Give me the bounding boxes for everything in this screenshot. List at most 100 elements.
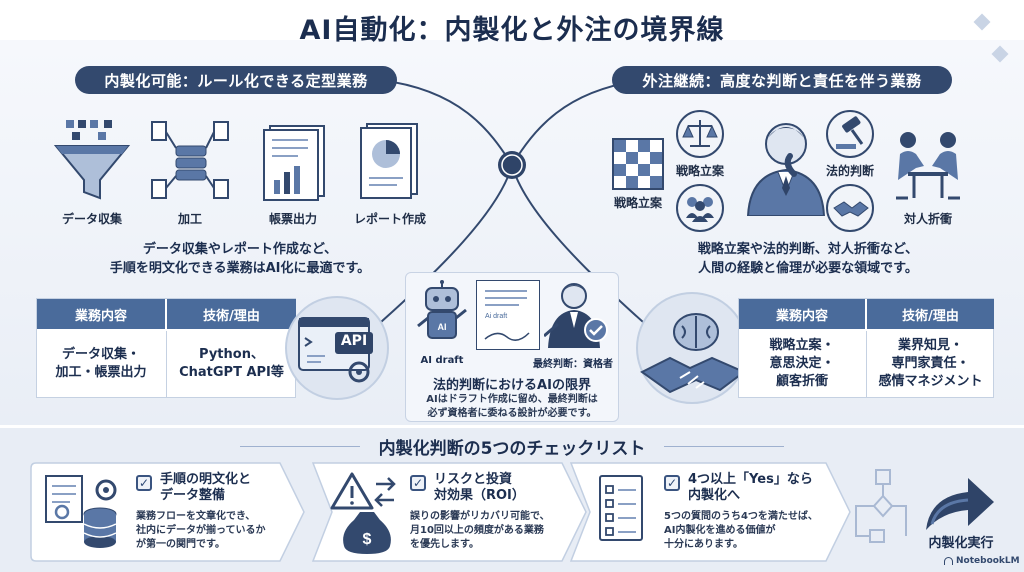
chessboard-icon xyxy=(612,138,664,190)
checklist-title: 内製化判断の5つのチェックリスト xyxy=(378,439,646,459)
final-execute-label: 内製化実行 xyxy=(928,536,994,551)
left-desc-line1: データ収集やレポート作成など、 xyxy=(142,242,338,257)
brain-handshake-badge xyxy=(636,292,748,404)
card-2-body-line3: を優先します。 xyxy=(410,539,479,550)
negotiation-icon xyxy=(888,124,968,204)
right-desc-line2: 人間の経験と倫理が必要な領域です。 xyxy=(698,261,918,276)
left-desc-line2: 手順を明文化できる業務はAI化に最適です。 xyxy=(109,261,371,276)
right-table-cell-content: 戦略立案・ 意思決定・ 顧客折衝 xyxy=(739,331,865,397)
card-1-body-line3: が第一の関門です。 xyxy=(136,539,225,550)
lawyer-icon xyxy=(544,280,610,348)
right-desc-line1: 戦略立案や法的判断、対人折衝など、 xyxy=(697,242,919,257)
left-cell-tech-line2: ChatGPT API等 xyxy=(179,365,284,380)
ai-draft-label: AI draft xyxy=(420,355,464,366)
icon-label-data-collection: データ収集 xyxy=(61,212,122,226)
right-table-header-content: 業務内容 xyxy=(739,299,865,329)
left-table: 業務内容 技術/理由 データ収集・ 加工・帳票出力 Python、 ChatGP… xyxy=(36,298,296,398)
icon-label-processing: 加工 xyxy=(177,212,202,226)
checklist-header: 内製化判断の5つのチェックリスト xyxy=(0,434,1024,459)
right-table-divider xyxy=(866,331,867,397)
api-badge: API xyxy=(285,296,389,400)
label-strategy-top: 戦略立案 xyxy=(675,164,724,178)
left-table-header-content: 業務内容 xyxy=(37,299,165,329)
center-description: AIはドラフト作成に留め、最終判断は 必ず資格者に委ねる設計が必要です。 xyxy=(405,393,619,421)
right-cell-tech-line1: 業界知見・ xyxy=(897,338,963,353)
server-process-icon xyxy=(148,118,232,202)
checkbox-icon-2: ✓ xyxy=(410,475,426,491)
card-1-body: 業務フローを文章化でき、 社内にデータが揃っているか が第一の関門です。 xyxy=(136,510,296,552)
card-1-body-line2: 社内にデータが揃っているか xyxy=(136,525,266,536)
brand-footer: NotebookLM xyxy=(944,556,1020,566)
card-3-body-line3: 十分にあります。 xyxy=(664,539,743,550)
card-1-title-line2: データ整備 xyxy=(160,488,226,503)
report-chart-icon xyxy=(258,124,328,204)
card-2-body-line2: 月10回以上の頻度がある業務 xyxy=(410,525,544,536)
thinking-person-icon xyxy=(738,112,834,216)
right-table-cell-tech: 業界知見・ 専門家責任・ 感情マネジメント xyxy=(867,331,994,397)
gavel-icon xyxy=(826,110,874,158)
left-cell-content-line1: データ収集・ xyxy=(61,347,140,362)
right-description: 戦略立案や法的判断、対人折衝など、 人間の経験と倫理が必要な領域です。 xyxy=(608,240,1008,278)
risk-money-icon: $ xyxy=(330,470,402,554)
team-icon xyxy=(676,184,724,232)
card-3-title: 4つ以上「Yes」なら 内製化へ xyxy=(688,472,838,504)
card-3-body: 5つの質問のうち4つを満たせば、 AI内製化を進める価値が 十分にあります。 xyxy=(664,510,840,552)
draft-document-label: Ai draft xyxy=(485,313,508,320)
card-3-title-line2: 内製化へ xyxy=(688,488,741,503)
card-3-title-line1: 4つ以上「Yes」なら xyxy=(688,472,813,487)
icon-label-report-creation: レポート作成 xyxy=(353,212,426,226)
handshake-small-icon xyxy=(826,184,874,232)
checklist-doc-icon xyxy=(596,472,646,546)
right-table-header-tech: 技術/理由 xyxy=(867,299,994,329)
right-cell-tech-line2: 専門家責任・ xyxy=(891,356,970,371)
checklist-header-rule-left xyxy=(240,446,360,447)
card-3-body-line2: AI内製化を進める価値が xyxy=(664,525,776,536)
left-cell-content-line2: 加工・帳票出力 xyxy=(55,365,147,380)
page-title: AI自動化：内製化と外注の境界線 xyxy=(299,15,725,46)
right-table: 業務内容 技術/理由 戦略立案・ 意思決定・ 顧客折衝 業界知見・ 専門家責任・… xyxy=(738,298,994,398)
pie-report-icon xyxy=(355,122,421,202)
brand-logo-icon xyxy=(944,557,953,565)
card-3-body-line1: 5つの質問のうち4つを満たせば、 xyxy=(664,511,818,522)
checkbox-icon-1: ✓ xyxy=(136,475,152,491)
api-label: API xyxy=(340,333,368,349)
svg-text:AI: AI xyxy=(438,322,447,332)
icon-label-report-output: 帳票出力 xyxy=(268,212,317,226)
left-description: データ収集やレポート作成など、 手順を明文化できる業務はAI化に最適です。 xyxy=(40,240,440,278)
label-legal: 法的判断 xyxy=(825,164,874,178)
card-2-title: リスクと投資 対効果（ROI） xyxy=(434,472,564,504)
card-1-title: 手順の明文化と データ整備 xyxy=(160,472,290,504)
checkbox-icon-3: ✓ xyxy=(664,475,680,491)
draft-document: Ai draft xyxy=(476,280,540,350)
card-2-title-line1: リスクと投資 xyxy=(434,472,513,487)
left-table-header-tech: 技術/理由 xyxy=(167,299,296,329)
database-docs-icon xyxy=(40,472,124,552)
card-2-title-line2: 対効果（ROI） xyxy=(434,488,525,503)
center-desc-line1: AIはドラフト作成に留め、最終判断は xyxy=(426,394,598,405)
right-cell-content-line2: 意思決定・ xyxy=(769,356,835,371)
brain-handshake-icon xyxy=(640,313,746,394)
card-1-title-line1: 手順の明文化と xyxy=(160,472,252,487)
decorative-diamonds xyxy=(973,13,1009,63)
connector-curves xyxy=(371,79,653,331)
robot-icon: AI xyxy=(414,280,470,346)
left-table-cell-content: データ収集・ 加工・帳票出力 xyxy=(37,331,165,397)
checklist-header-rule-right xyxy=(664,446,784,447)
api-window-icon xyxy=(298,317,373,383)
card-2-body: 誤りの影響がリカバリ可能で、 月10回以上の頻度がある業務 を優先します。 xyxy=(410,510,580,552)
final-judgement-label: 最終判断：資格者 xyxy=(533,359,613,370)
funnel-icon xyxy=(52,118,132,202)
left-section-header: 内製化可能：ルール化できる定型業務 xyxy=(75,66,397,94)
flowchart-icon xyxy=(855,469,907,543)
right-cell-content-line1: 戦略立案・ xyxy=(769,338,835,353)
svg-text:$: $ xyxy=(363,531,372,548)
card-2-body-line1: 誤りの影響がリカバリ可能で、 xyxy=(410,511,550,522)
brand-name: NotebookLM xyxy=(956,556,1020,566)
scales-icon xyxy=(676,110,724,158)
center-title: 法的判断におけるAIの限界 xyxy=(433,378,591,393)
label-negotiation: 対人折衝 xyxy=(903,212,952,226)
left-table-divider xyxy=(166,331,167,397)
execute-arrow-icon xyxy=(926,478,994,530)
right-cell-content-line3: 顧客折衝 xyxy=(775,374,828,389)
center-desc-line2: 必ず資格者に委ねる設計が必要です。 xyxy=(427,408,597,419)
